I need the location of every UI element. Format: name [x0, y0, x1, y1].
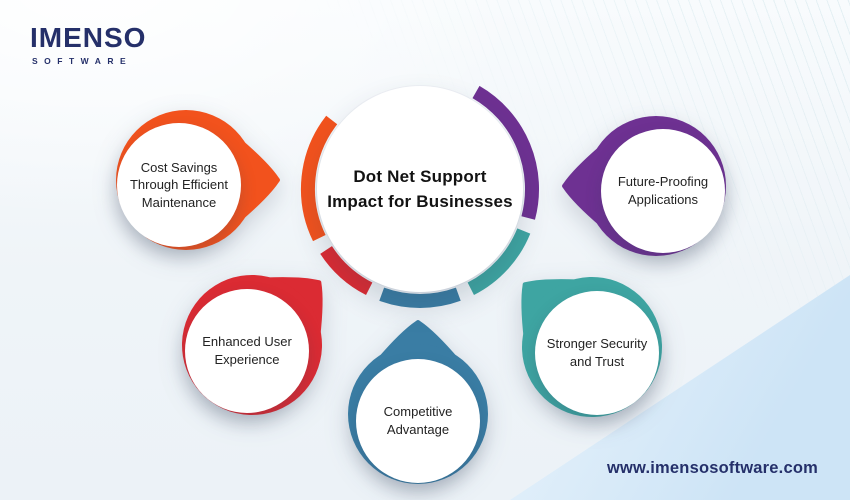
node-cost-savings: Cost Savings Through Efficient Maintenan…: [91, 85, 281, 275]
logo-subtext: SOFTWARE: [32, 56, 133, 66]
website-url: www.imensosoftware.com: [606, 459, 818, 477]
node-enhanced-user-experience: Enhanced User Experience: [157, 250, 347, 440]
hub-title-line-1: Dot Net Support: [353, 166, 487, 186]
node-stronger-security: Stronger Security and Trust: [497, 252, 687, 442]
hub-title-line-2: Impact for Businesses: [327, 192, 513, 211]
hub: Dot Net Support Impact for Businesses: [280, 49, 560, 329]
node-label: Stronger Security and Trust: [546, 336, 648, 369]
node-label-circle: Cost Savings Through Efficient Maintenan…: [117, 123, 241, 247]
node-future-proofing: Future-Proofing Applications: [561, 91, 751, 281]
logo-text: IMENSO: [30, 22, 147, 53]
ring-segment-enhanced-user-experience: [320, 246, 373, 296]
hub-title: Dot Net Support Impact for Businesses: [327, 164, 513, 215]
ring-segment-stronger-security: [467, 228, 531, 296]
node-label: Future-Proofing Applications: [617, 174, 709, 207]
node-label-circle: Stronger Security and Trust: [535, 291, 659, 415]
hub-circle: Dot Net Support Impact for Businesses: [317, 86, 523, 292]
hub-ring: [300, 85, 539, 308]
ring-segment-competitive-advantage: [379, 287, 461, 308]
node-label-circle: Competitive Advantage: [356, 359, 480, 483]
node-label-circle: Enhanced User Experience: [185, 289, 309, 413]
node-competitive-advantage: Competitive Advantage: [323, 319, 513, 500]
ring-segment-future-proofing: [472, 85, 539, 220]
node-label: Cost Savings Through Efficient Maintenan…: [129, 159, 229, 210]
brand-logo: IMENSO SOFTWARE: [30, 22, 147, 67]
ring-segment-cost-savings: [300, 115, 338, 242]
node-label: Competitive Advantage: [383, 404, 453, 437]
node-label: Enhanced User Experience: [202, 334, 292, 367]
node-label-circle: Future-Proofing Applications: [601, 129, 725, 253]
